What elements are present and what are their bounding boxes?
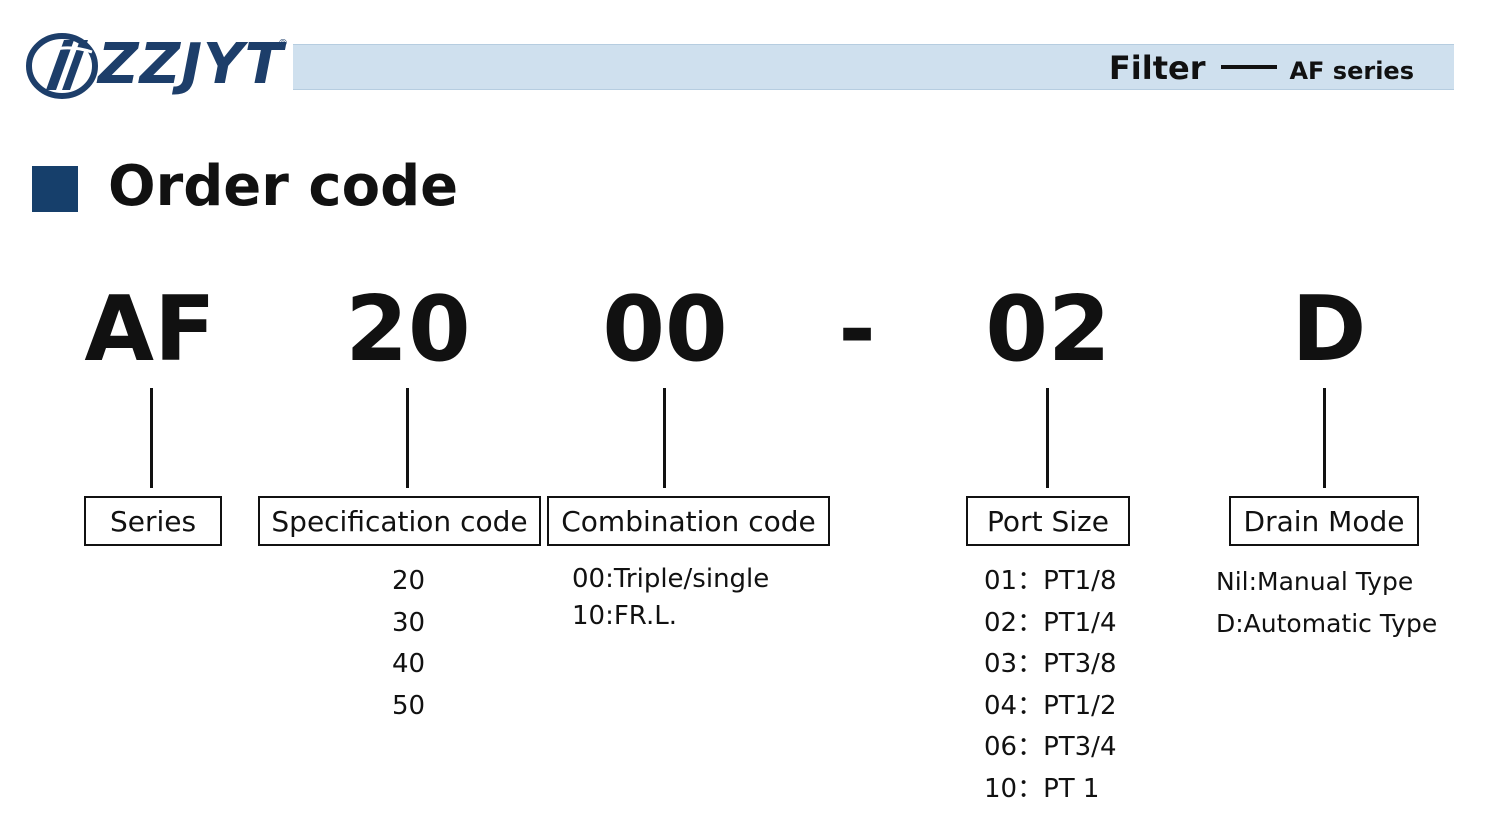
label-specification: Specification code [258,496,541,546]
code-drain: D [1291,277,1367,382]
connector-combination [663,388,666,488]
list-item: 03：PT3/8 [984,649,1117,679]
drain-options: Nil:Manual Type D:Automatic Type [1216,561,1437,644]
connector-drain [1323,388,1326,488]
list-item: 10:FR.L. [572,601,677,631]
connector-series [150,388,153,488]
label-series: Series [84,496,222,546]
logo-emblem-icon [26,33,98,99]
list-item: 02：PT1/4 [984,607,1117,638]
list-item: 00:Triple/single [572,564,770,594]
list-item: 40 [392,649,426,679]
label-combination: Combination code [547,496,830,546]
logo-text: ZZJYT [98,32,284,97]
header-dash [1221,65,1278,69]
code-separator: - [838,277,876,382]
header-title-group: Filter AF series [1109,49,1414,87]
list-item: 06：PT3/4 [984,732,1117,762]
specification-options: 20 30 40 50 [392,561,425,727]
code-combination: 00 [602,277,728,382]
header-subtitle: AF series [1289,57,1414,85]
list-item: 50 [392,690,426,721]
list-item: Nil:Manual Type [1216,567,1414,596]
header-bar: Filter AF series [293,44,1454,90]
section-title: Order code [108,154,459,219]
section-square-icon [32,166,78,212]
label-drain: Drain Mode [1229,496,1419,546]
list-item: 01：PT1/8 [984,566,1117,596]
code-port: 02 [985,277,1111,382]
list-item: 30 [392,607,426,638]
list-item: 04：PT1/2 [984,690,1117,721]
port-options: 01：PT1/8 02：PT1/4 03：PT3/8 04：PT1/2 06：P… [984,561,1117,810]
label-port: Port Size [966,496,1130,546]
combination-options: 00:Triple/single 10:FR.L. [572,561,769,635]
code-specification: 20 [345,277,471,382]
registered-mark: ® [278,38,288,49]
brand-logo: ZZJYT ® [26,30,296,100]
connector-port [1046,388,1049,488]
list-item: 20 [392,566,426,596]
code-series: AF [84,277,216,382]
list-item: 10：PT 1 [984,773,1100,804]
list-item: D:Automatic Type [1216,608,1438,638]
header-title: Filter [1108,49,1206,87]
connector-specification [406,388,409,488]
